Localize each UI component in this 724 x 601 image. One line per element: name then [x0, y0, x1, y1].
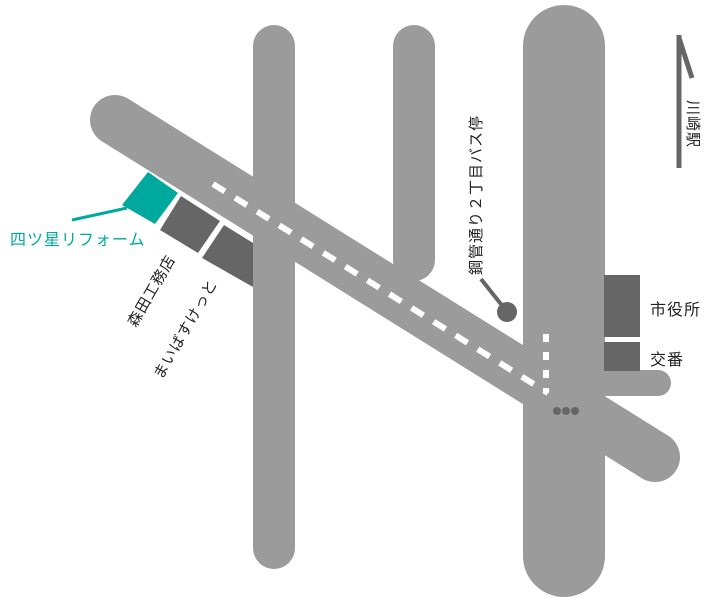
bus-stop-pole [479, 277, 506, 310]
highlight-store-pointer [71, 206, 128, 222]
building-police-box[interactable] [604, 342, 640, 371]
highlight-store-building[interactable] [122, 172, 178, 224]
building-city-hall[interactable] [604, 275, 640, 337]
arrow-up-icon [676, 35, 695, 168]
building-maibasuket[interactable] [202, 225, 253, 287]
signal-dots [553, 407, 579, 415]
label-highlight-store: 四ツ星リフォーム [10, 230, 146, 249]
road-diagonal [90, 95, 680, 482]
label-city-hall: 市役所 [650, 300, 702, 319]
bus-stop-marker[interactable] [497, 302, 517, 322]
label-police-box: 交番 [650, 350, 685, 369]
label-station: 川崎駅 [684, 100, 702, 149]
building-morita[interactable] [160, 196, 220, 253]
lane-dashes-diagonal [211, 181, 550, 396]
label-bus-stop: 鋼管通り２丁目バス停 [467, 114, 485, 275]
